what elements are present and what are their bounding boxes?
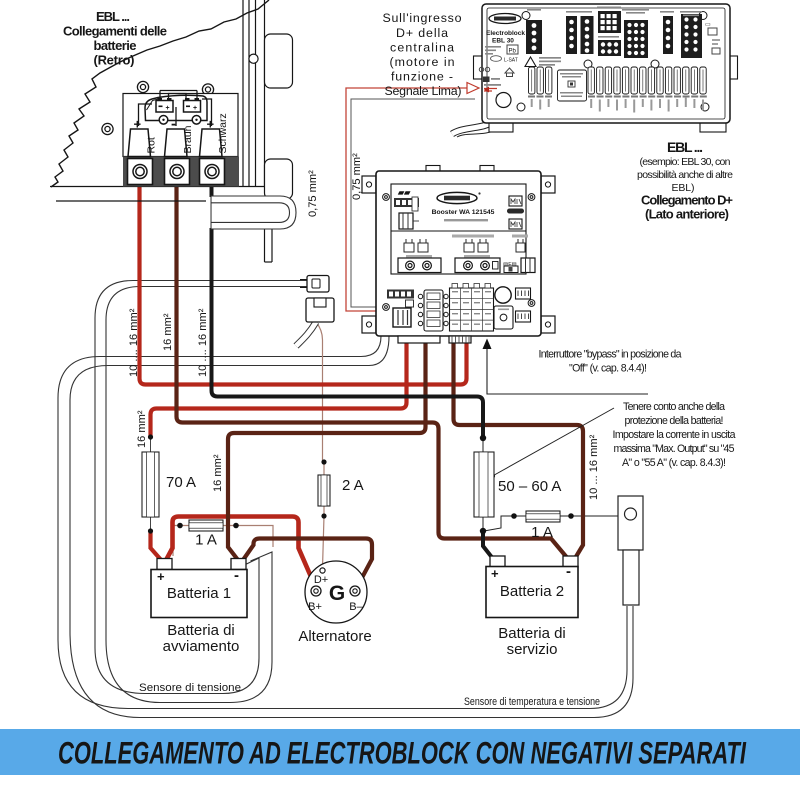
svg-text:EBL): EBL) <box>672 182 695 194</box>
svg-text:Rot: Rot <box>146 137 158 153</box>
svg-text:Interruttore "bypass" in posiz: Interruttore "bypass" in posizione da <box>539 349 682 361</box>
svg-text:▰▰: ▰▰ <box>397 188 411 197</box>
svg-text:Tenere conto anche della: Tenere conto anche della <box>623 401 725 413</box>
svg-text:(motore in: (motore in <box>390 55 455 69</box>
svg-text:+: + <box>157 569 165 584</box>
svg-text:G: G <box>329 582 345 605</box>
svg-text:+: + <box>166 105 170 112</box>
svg-text:Booster WA 121545: Booster WA 121545 <box>432 209 495 216</box>
svg-text:centralina: centralina <box>390 41 454 55</box>
svg-text:servizio: servizio <box>507 641 558 658</box>
svg-text:Impostare la corrente in uscit: Impostare la corrente in uscita <box>613 429 736 441</box>
svg-text:D+: D+ <box>314 574 328 586</box>
svg-text:+: + <box>491 566 499 581</box>
svg-text:(Lato anteriore): (Lato anteriore) <box>645 207 729 222</box>
svg-text:Batteria 2: Batteria 2 <box>500 583 564 600</box>
svg-text:possibilità anche di altre: possibilità anche di altre <box>637 169 733 181</box>
svg-text:Schwarz: Schwarz <box>217 113 229 153</box>
svg-text:avviamento: avviamento <box>163 638 240 655</box>
svg-text:B+: B+ <box>308 601 322 613</box>
svg-text:"Off" (v. cap. 8.4.4)!: "Off" (v. cap. 8.4.4)! <box>569 363 647 375</box>
svg-text:Sensore di temperatura e tensi: Sensore di temperatura e tensione <box>464 696 600 708</box>
svg-text:(Retro): (Retro) <box>94 53 135 68</box>
svg-text:10 .... 16 mm²: 10 .... 16 mm² <box>197 308 209 377</box>
svg-text:▭: ▭ <box>705 22 711 28</box>
svg-text:massima "Max. Output" su "45: massima "Max. Output" su "45 <box>614 443 735 455</box>
svg-text:A" o "55 A" (v. cap. 8.4.3)!: A" o "55 A" (v. cap. 8.4.3)! <box>622 457 726 469</box>
svg-text:+: + <box>207 117 215 132</box>
svg-text:EBL 30: EBL 30 <box>492 38 514 45</box>
svg-text:(esempio: EBL 30, con: (esempio: EBL 30, con <box>640 156 731 168</box>
svg-text:D+ della: D+ della <box>396 26 448 40</box>
svg-text:10 .... 16 mm²: 10 .... 16 mm² <box>128 308 140 377</box>
svg-text:-: - <box>566 563 571 580</box>
svg-text:Alternatore: Alternatore <box>298 628 371 645</box>
svg-text:Batteria di: Batteria di <box>167 622 235 639</box>
svg-text:50 – 60 A: 50 – 60 A <box>498 478 561 495</box>
svg-text:protezione della batteria!: protezione della batteria! <box>625 415 724 427</box>
svg-text:0,75 mm²: 0,75 mm² <box>307 170 319 217</box>
svg-text:Batteria di: Batteria di <box>498 625 566 642</box>
svg-text:0,75 mm²: 0,75 mm² <box>351 153 363 200</box>
svg-text:10 ... 16 mm²: 10 ... 16 mm² <box>588 434 600 500</box>
svg-text:1 A: 1 A <box>195 532 217 549</box>
svg-text:+: + <box>193 105 197 112</box>
svg-text:+: + <box>134 117 142 132</box>
svg-text:-: - <box>171 116 176 133</box>
svg-text:EBL ...: EBL ... <box>667 139 703 155</box>
svg-text:16 mm²: 16 mm² <box>136 410 148 448</box>
svg-text:Pb: Pb <box>509 49 517 55</box>
svg-text:1 A: 1 A <box>531 524 553 541</box>
svg-text:Batteria 1: Batteria 1 <box>167 585 231 602</box>
svg-text:-: - <box>234 567 239 584</box>
svg-text:▧F▧: ▧F▧ <box>503 262 518 268</box>
svg-text:EBL ...: EBL ... <box>96 9 130 24</box>
svg-text:COLLEGAMENTO AD ELECTROBLOCK C: COLLEGAMENTO AD ELECTROBLOCK CON NEGATIV… <box>58 735 747 771</box>
svg-text:16 mm²: 16 mm² <box>162 313 174 351</box>
svg-text:Braun: Braun <box>182 125 194 153</box>
svg-text:Electroblock: Electroblock <box>486 30 525 37</box>
svg-text:batterie: batterie <box>94 38 137 53</box>
svg-text:funzione -: funzione - <box>391 70 453 84</box>
svg-text:B–: B– <box>349 601 363 613</box>
svg-text:Collegamenti delle: Collegamenti delle <box>63 24 167 39</box>
svg-text:70 A: 70 A <box>166 474 196 491</box>
svg-text:Sull'ingresso: Sull'ingresso <box>383 11 462 25</box>
svg-text:L-SAT: L-SAT <box>504 58 518 64</box>
svg-text:Segnale Lima): Segnale Lima) <box>385 84 462 98</box>
svg-text:16 mm²: 16 mm² <box>212 454 224 492</box>
svg-text:2 A: 2 A <box>342 477 364 494</box>
svg-text:Collegamento D+: Collegamento D+ <box>641 193 733 208</box>
svg-text:Sensore di tensione: Sensore di tensione <box>139 682 241 694</box>
